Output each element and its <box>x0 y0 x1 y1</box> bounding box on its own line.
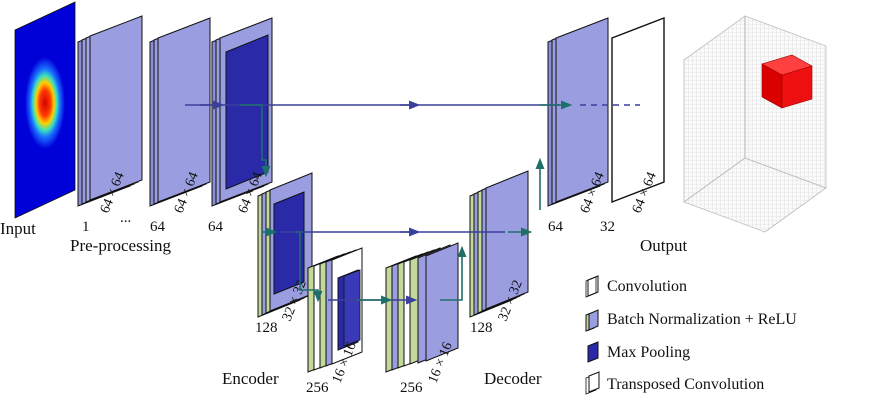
input-heatmap <box>14 1 76 219</box>
channels-128-decoder: 128 <box>470 320 493 336</box>
legend-maxpool-label: Max Pooling <box>607 344 690 361</box>
conv-stack-64b <box>211 17 273 207</box>
legend: Convolution Batch Normalization + ReLU M… <box>585 275 797 395</box>
encoder-label: Encoder <box>222 369 279 388</box>
input-label: Input <box>0 219 36 238</box>
red-cube <box>761 54 813 109</box>
legend-item-transposed-conv: Transposed Convolution <box>585 371 764 395</box>
channels-32-output: 32 <box>600 219 615 235</box>
legend-item-maxpool: Max Pooling <box>587 341 690 363</box>
decoder-stack-64 <box>547 17 609 207</box>
channels-256-decoder: 256 <box>400 380 423 396</box>
channels-1: 1 <box>82 219 90 235</box>
decoder-stack-128 <box>469 170 529 318</box>
encoder-stack-128 <box>257 172 313 318</box>
output-volume-3d <box>683 15 827 233</box>
decoder-stack-256 <box>385 242 459 373</box>
output-label: Output <box>640 236 688 255</box>
channels-64a: 64 <box>150 219 166 235</box>
preprocessing-label: Pre-processing <box>70 236 172 255</box>
conv-stack-64a <box>149 17 211 207</box>
legend-item-batchnorm: Batch Normalization + ReLU <box>585 309 797 332</box>
preprocessing-stack <box>77 15 143 207</box>
legend-convolution-label: Convolution <box>607 278 687 295</box>
decoder-label: Decoder <box>484 369 542 388</box>
legend-batchnorm-label: Batch Normalization + ReLU <box>607 311 797 328</box>
channels-128-encoder: 128 <box>255 320 278 336</box>
channels-64b: 64 <box>208 219 224 235</box>
channels-dots: ... <box>120 210 131 226</box>
legend-item-convolution: Convolution <box>585 275 687 298</box>
encoder-stack-256 <box>307 247 363 373</box>
legend-transposed-conv-label: Transposed Convolution <box>607 376 764 393</box>
channels-256-encoder: 256 <box>306 380 329 396</box>
output-conv-layer <box>611 16 665 204</box>
flow-arrows <box>240 100 573 305</box>
channels-64-decoder: 64 <box>548 219 564 235</box>
